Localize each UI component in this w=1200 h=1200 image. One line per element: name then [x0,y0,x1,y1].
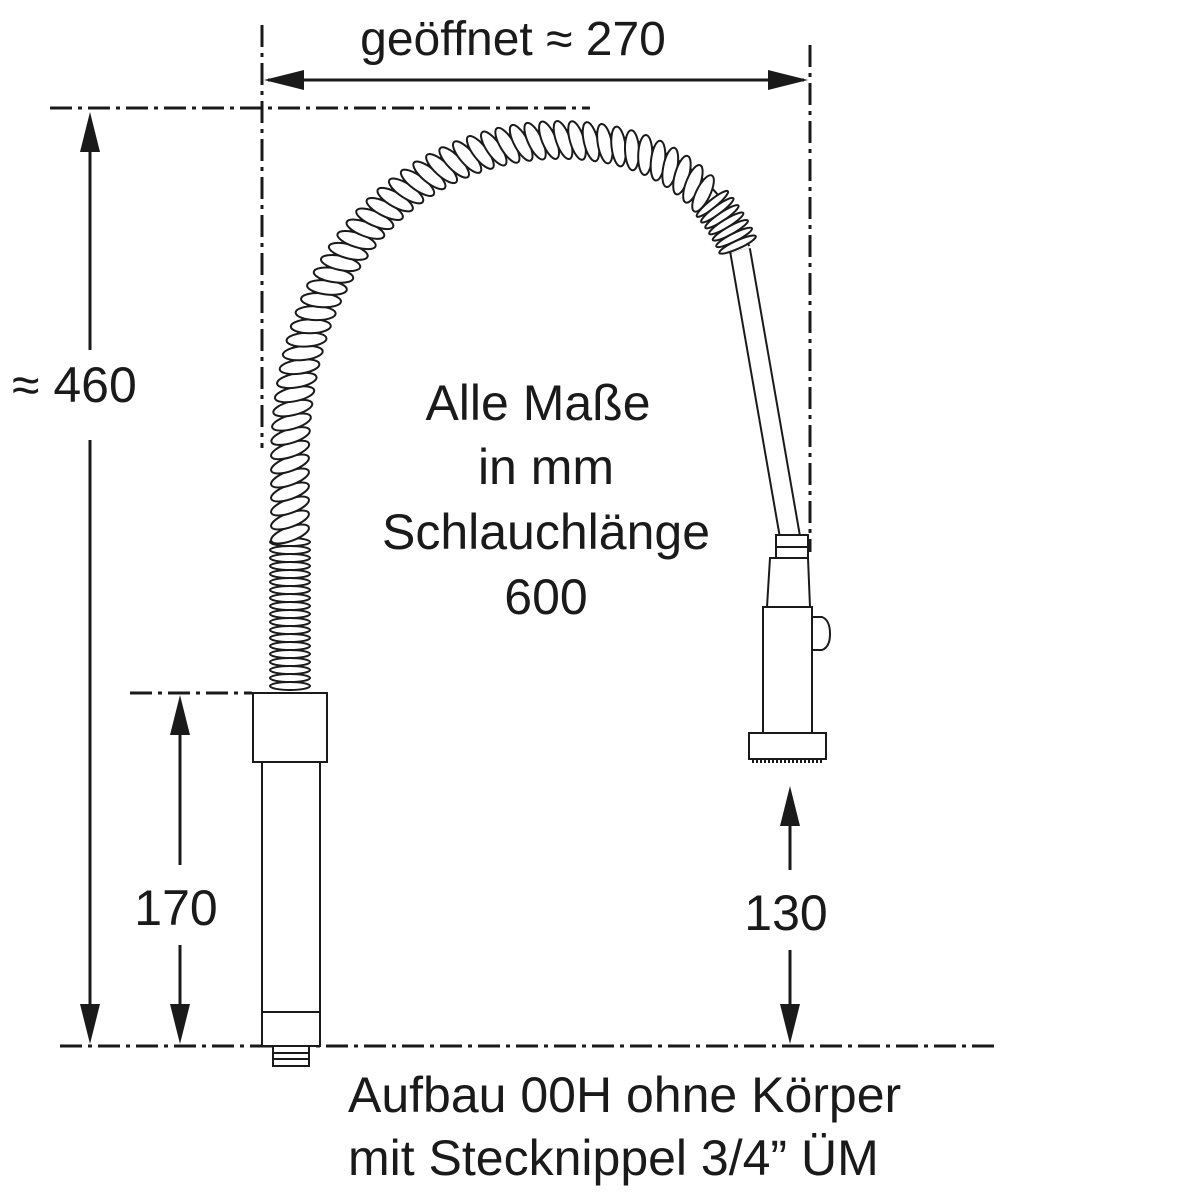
nozzle [788,759,790,763]
spring-coil [269,641,311,651]
spring-coil [691,174,715,213]
nozzle [808,759,810,763]
spring-coil [269,681,311,691]
spring-coil [623,129,641,172]
plug-nipple [272,1045,310,1067]
nozzle [812,759,814,763]
nozzle [760,759,762,763]
spring-coil [269,617,311,627]
spring-coil [269,593,311,603]
spring-coil [269,585,311,595]
spring-coils [269,120,757,691]
nozzle [816,759,818,763]
opened-width-label: geöffnet ≈ 270 [360,13,666,66]
hose [269,120,801,691]
base-height-arrow [170,695,190,1044]
spring-coil [269,553,311,563]
base-height-label: 170 [134,880,217,936]
total-height-label: ≈ 460 [12,357,137,413]
nozzle [768,759,770,763]
nozzle [780,759,782,763]
nozzle [804,759,806,763]
dimension-notes: Alle Maße in mm Schlauchlänge 600 [382,375,710,625]
total-height-arrow [80,112,100,1044]
spring-coil [269,545,311,555]
note-line-4: 600 [504,569,587,625]
width-dimension-arrow [264,70,808,90]
faucet-base [252,692,328,1067]
spray-head [748,534,832,763]
nozzle [772,759,774,763]
spring-coil [269,673,311,683]
spray-nozzles [752,759,822,763]
nozzle [800,759,802,763]
nozzle [756,759,758,763]
head-height-arrow [780,786,800,1044]
nozzle [752,759,754,763]
spring-coil [289,318,332,335]
spring-coil [718,234,757,255]
spring-coil [269,561,311,571]
spring-coil [269,665,311,675]
nozzle [820,759,822,763]
caption-line-1: Aufbau 00H ohne Körper [348,1067,901,1123]
spring-coil [269,657,311,667]
note-line-2: in mm [478,439,614,495]
spring-coil [269,625,311,635]
nozzle [792,759,794,763]
spray-button [811,616,832,651]
spring-coil [269,633,311,643]
nozzle [764,759,766,763]
caption-line-2: mit Stecknippel 3/4” ÜM [348,1130,879,1186]
spring-coil [269,577,311,587]
nozzle [796,759,798,763]
nozzle [776,759,778,763]
head-height-label: 130 [744,885,827,941]
spring-coil [269,609,311,619]
note-line-3: Schlauchlänge [382,504,710,560]
spring-coil [269,649,311,659]
spring-coil [269,569,311,579]
nozzle [784,759,786,763]
spring-coil [269,601,311,611]
note-line-1: Alle Maße [425,375,650,431]
